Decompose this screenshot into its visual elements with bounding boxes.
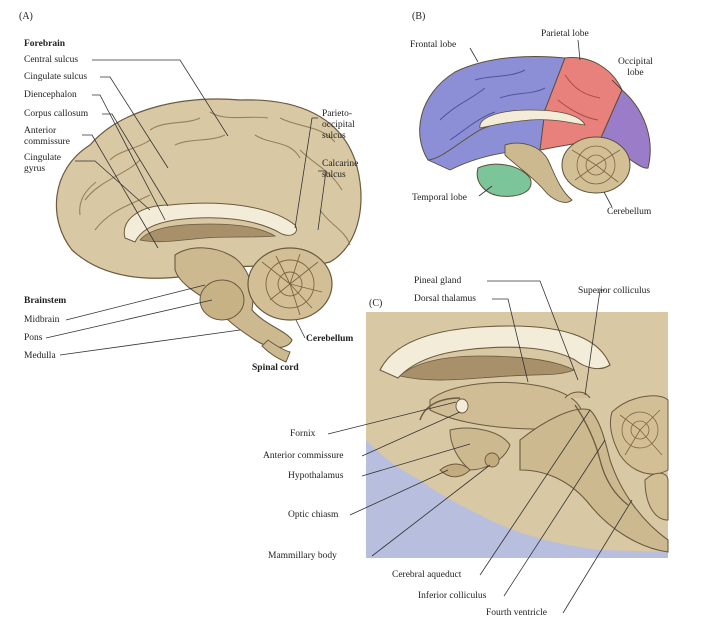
panel-c-drawing [366,312,669,558]
cerebellum-b-shape [561,136,631,194]
corpus-callosum-shape [123,202,297,243]
label-dorsal-thalamus: Dorsal thalamus [414,294,477,304]
label-inferior-colliculus: Inferior colliculus [418,591,487,601]
panel-a-drawing [55,98,362,363]
label-cerebellum-b: Cerebellum [607,207,652,217]
label-cerebral-aqueduct: Cerebral aqueduct [392,570,462,580]
forebrain-heading: Forebrain [24,39,65,49]
temporal-lobe-region [476,163,532,197]
label-corpus-callosum: Corpus callosum [24,109,89,119]
label-pons: Pons [24,333,43,343]
label-pineal-gland: Pineal gland [414,276,462,286]
label-optic-chiasm: Optic chiasm [288,510,339,520]
label-diencephalon: Diencephalon [24,90,77,100]
label-anterior-commissure-c: Anterior commissure [263,451,344,461]
panel-a-tag: (A) [19,11,33,22]
label-occipital-lobe: Occipital lobe [618,57,653,78]
label-cerebellum-a: Cerebellum [306,334,354,344]
label-mammillary-body: Mammillary body [268,551,337,561]
label-hypothalamus: Hypothalamus [288,471,344,481]
label-temporal-lobe: Temporal lobe [412,193,467,203]
label-parietal-lobe: Parietal lobe [541,29,589,39]
label-spinal-cord: Spinal cord [252,363,299,373]
label-anterior-commissure-a: Anterior commissure [24,126,70,147]
panel-b-drawing [419,55,651,203]
panel-b-tag: (B) [412,11,426,22]
label-superior-colliculus: Superior colliculus [578,286,651,296]
label-parieto-occipital-sulcus: Parieto- occipital sulcus [322,109,355,141]
cerebellum-shape [247,247,333,321]
label-calcarine-sulcus: Calcarine sulcus [322,159,359,180]
label-fourth-ventricle: Fourth ventricle [486,608,547,618]
label-cingulate-sulcus: Cingulate sulcus [24,72,88,82]
brainstem-heading: Brainstem [24,296,67,306]
label-midbrain: Midbrain [24,315,60,325]
label-central-sulcus: Central sulcus [24,55,79,65]
label-medulla: Medulla [24,351,56,361]
label-cingulate-gyrus: Cingulate gyrus [24,153,61,174]
cerebellum-c-shape [609,395,669,521]
panel-c-tag: (C) [369,298,383,309]
label-frontal-lobe: Frontal lobe [410,40,457,50]
label-fornix: Fornix [290,429,316,439]
